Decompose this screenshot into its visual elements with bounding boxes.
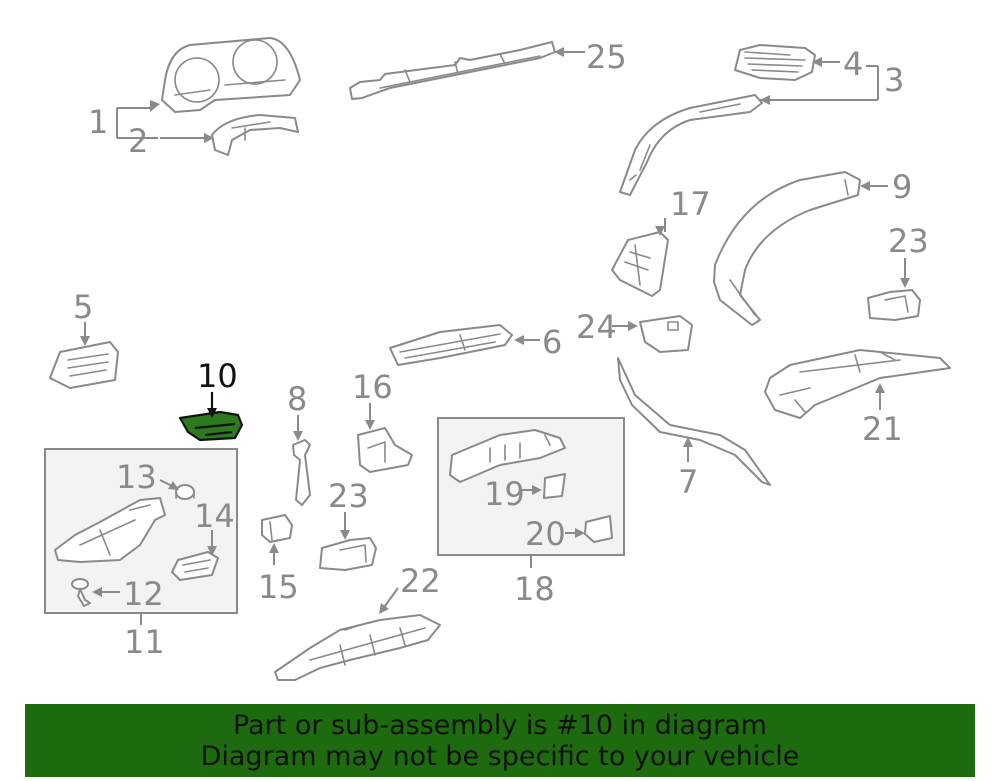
callout-23-middle: 23: [328, 477, 369, 515]
callout-16: 16: [352, 368, 393, 406]
part-9-air-duct[interactable]: [713, 171, 861, 326]
callout-15: 15: [258, 568, 299, 606]
part-17-duct-bracket[interactable]: [611, 231, 669, 297]
part-1-cluster-hood[interactable]: [161, 37, 301, 113]
callout-13: 13: [116, 458, 157, 496]
callout-22: 22: [400, 562, 441, 600]
banner-line-2: Diagram may not be specific to your vehi…: [200, 740, 800, 772]
part-15-clip[interactable]: [261, 514, 293, 543]
callout-2: 2: [128, 122, 148, 160]
part-10-highlighted-duct[interactable]: [178, 410, 244, 442]
part-8-rod[interactable]: [292, 439, 311, 506]
callout-9: 9: [892, 168, 912, 206]
part-13-grommet[interactable]: [175, 484, 195, 500]
callout-19: 19: [484, 475, 525, 513]
callout-17: 17: [670, 185, 711, 223]
part-6-register-panel[interactable]: [389, 324, 513, 366]
part-14-clip[interactable]: [171, 551, 219, 581]
part-7-side-duct[interactable]: [617, 357, 771, 486]
part-23-clip-right[interactable]: [867, 289, 921, 321]
part-2-cluster-cover[interactable]: [211, 114, 299, 156]
info-banner: Part or sub-assembly is #10 in diagram D…: [25, 704, 975, 777]
callout-23-right: 23: [888, 222, 929, 260]
part-4-vent[interactable]: [734, 44, 816, 81]
part-22-floor-duct[interactable]: [274, 614, 441, 681]
part-18-bracket[interactable]: [449, 429, 566, 483]
banner-line-1: Part or sub-assembly is #10 in diagram: [232, 709, 768, 741]
part-23-clip-middle[interactable]: [319, 537, 377, 571]
callout-8: 8: [287, 380, 307, 418]
callout-3: 3: [884, 61, 904, 99]
callout-18: 18: [514, 570, 555, 608]
callout-10: 10: [197, 357, 238, 395]
callout-6: 6: [542, 323, 562, 361]
callout-25: 25: [586, 38, 627, 76]
callout-20: 20: [525, 515, 566, 553]
part-19-pad[interactable]: [543, 473, 566, 499]
part-11-bracket[interactable]: [54, 497, 166, 563]
part-12-screw[interactable]: [71, 578, 91, 607]
callout-14: 14: [194, 497, 235, 535]
callout-11: 11: [124, 623, 165, 661]
callout-12: 12: [123, 575, 164, 613]
callout-5: 5: [73, 288, 93, 326]
part-21-floor-duct[interactable]: [764, 349, 951, 419]
part-16-bracket[interactable]: [357, 427, 413, 473]
callout-7: 7: [678, 463, 698, 501]
callout-4: 4: [843, 45, 863, 83]
part-24-bracket[interactable]: [639, 315, 693, 353]
part-25-reinforcement-bracket[interactable]: [349, 41, 556, 100]
parts-diagram: 1 2 25 4 3 9 17 23: [44, 37, 951, 681]
part-3-defroster-duct[interactable]: [619, 94, 763, 196]
callout-24: 24: [576, 308, 617, 346]
part-5-side-vent[interactable]: [49, 341, 119, 389]
part-20-pad[interactable]: [584, 515, 613, 543]
callout-1: 1: [88, 103, 108, 141]
callout-21: 21: [862, 410, 903, 448]
